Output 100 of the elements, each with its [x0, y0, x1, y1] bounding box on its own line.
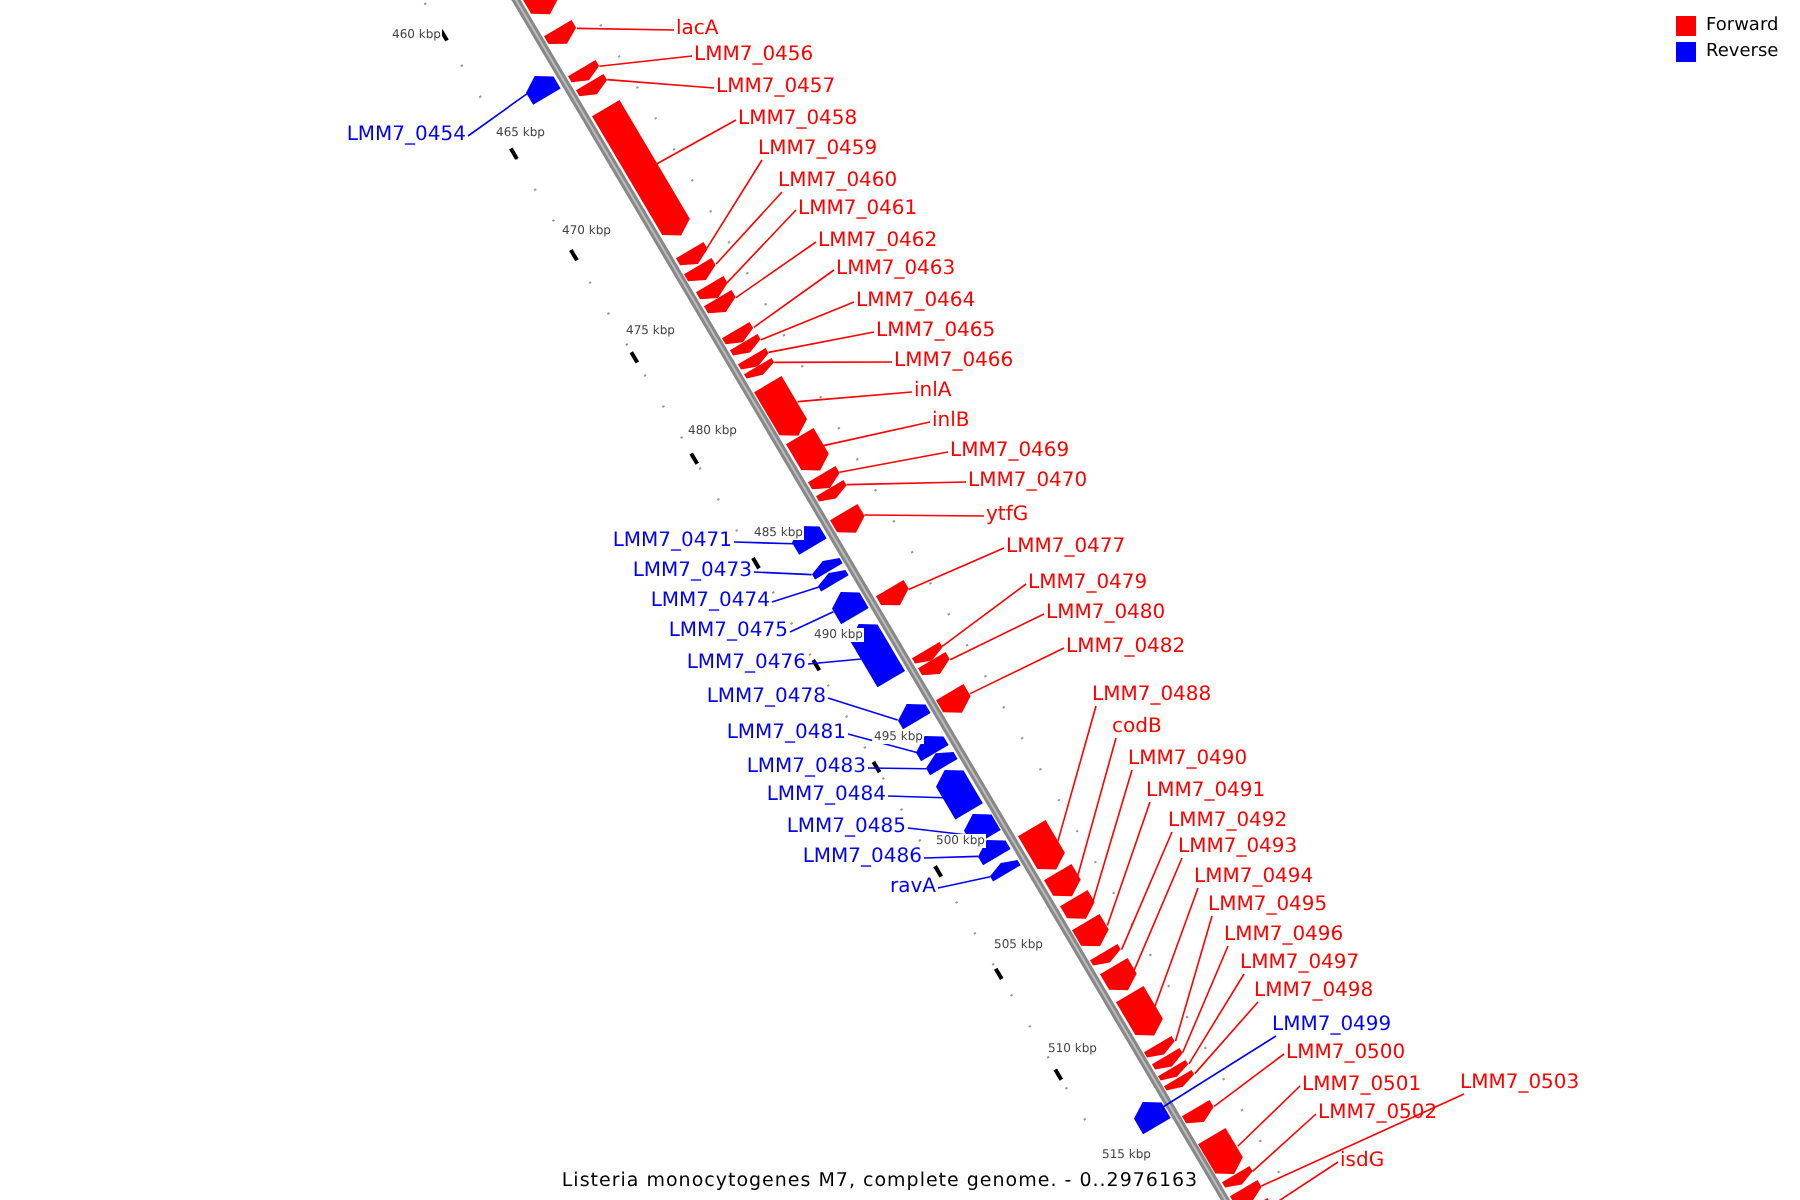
leader-line: [969, 647, 1065, 695]
gene-block: [730, 334, 762, 357]
gene-label: LMM7_0463: [836, 256, 956, 282]
gene-block: [911, 641, 943, 663]
leader-line: [907, 827, 967, 836]
gene-block: [722, 321, 754, 344]
gene-block: [704, 290, 736, 314]
leader-line: [1260, 1093, 1465, 1187]
leader-line: [907, 547, 1005, 591]
leader-line: [656, 119, 737, 165]
gene-label: LMM7_0469: [950, 438, 1070, 464]
leader-line: [1106, 801, 1151, 927]
leader-line: [715, 191, 783, 265]
legend-label: Reverse: [1706, 42, 1779, 62]
gene-label: LMM7_0458: [738, 106, 858, 132]
gene-label: LMM7_0473: [632, 558, 752, 584]
leader-line: [760, 301, 855, 341]
gene-label: LMM7_0466: [894, 348, 1014, 374]
gene-label: LMM7_0471: [612, 528, 732, 554]
gene-label: LMM7_0474: [650, 588, 770, 614]
gene-label: LMM7_0500: [1286, 1040, 1406, 1066]
gene-label: LMM7_0465: [876, 318, 996, 344]
gene-label: LMM7_0481: [726, 720, 846, 746]
gene-block: [576, 73, 608, 96]
leader-line: [923, 855, 979, 859]
gene-label: LMM7_0480: [1046, 600, 1166, 626]
leader-line: [1162, 1035, 1277, 1108]
gene-label: LMM7_0490: [1128, 746, 1248, 772]
gene-label: inlB: [932, 408, 970, 434]
gene-block: [1017, 820, 1065, 871]
leader-line: [598, 55, 693, 67]
gene-label: LMM7_0470: [968, 468, 1088, 494]
gene-block: [876, 580, 909, 607]
gene-label: LMM7_0482: [1066, 634, 1186, 660]
gene-block: [1151, 1047, 1183, 1070]
gene-label: isdG: [1340, 1148, 1385, 1174]
gene-block: [737, 347, 769, 369]
gene-label: LMM7_0459: [758, 136, 878, 162]
gene-block: [811, 558, 843, 580]
gene-label: LMM7_0479: [1028, 570, 1148, 596]
gene-label: LMM7_0484: [766, 782, 886, 808]
gene-block: [544, 20, 577, 45]
gene-block: [831, 591, 869, 624]
gene-label: LMM7_0492: [1168, 808, 1288, 834]
gene-label: LMM7_0497: [1240, 950, 1360, 976]
leader-line: [1077, 737, 1117, 877]
gene-block: [1222, 1166, 1253, 1188]
gene-block: [1043, 863, 1080, 896]
leader-line: [1181, 945, 1229, 1054]
gene-block: [990, 860, 1021, 883]
leader-line: [1213, 1053, 1285, 1108]
gene-label: LMM7_0503: [1460, 1070, 1580, 1096]
leader-line: [845, 481, 967, 486]
gene-label: LMM7_0488: [1092, 682, 1212, 708]
gene-label: LMM7_0456: [694, 42, 814, 68]
leader-line: [726, 209, 797, 284]
gene-block: [1059, 890, 1094, 920]
gene-block: [591, 100, 690, 236]
leader-line: [838, 451, 949, 473]
gene-label: lacA: [676, 16, 719, 42]
leader-line: [867, 767, 928, 770]
gene-label: ravA: [890, 874, 936, 900]
leader-line: [753, 269, 835, 329]
leader-line: [807, 658, 863, 665]
leader-line: [827, 697, 899, 721]
leader-line: [937, 876, 991, 889]
gene-label: LMM7_0493: [1178, 834, 1298, 860]
leader-line: [1133, 857, 1183, 972]
gene-block: [815, 479, 847, 501]
gene-label: LMM7_0462: [818, 228, 938, 254]
gene-block: [807, 465, 840, 489]
gene-label: LMM7_0496: [1224, 922, 1344, 948]
gene-block: [926, 752, 958, 776]
gene-block: [818, 570, 850, 593]
gene-block: [1090, 944, 1122, 966]
gene-block: [1158, 1059, 1190, 1081]
gene-label: LMM7_0475: [668, 618, 788, 644]
gene-block: [1133, 1102, 1171, 1136]
legend-label: Forward: [1706, 16, 1779, 36]
gene-block: [1182, 1099, 1215, 1123]
leader-line: [949, 613, 1045, 661]
gene-label: LMM7_0464: [856, 288, 976, 314]
leader-line: [1120, 831, 1173, 951]
gene-label: codB: [1112, 714, 1162, 740]
leader-line: [847, 733, 918, 754]
gene-block: [1144, 1035, 1176, 1058]
gene-block: [1072, 913, 1110, 946]
gene-block: [1198, 1127, 1244, 1174]
gene-label: LMM7_0461: [798, 196, 918, 222]
gene-block: [744, 358, 775, 379]
gene-block: [936, 683, 972, 712]
gene-label: LMM7_0494: [1194, 864, 1314, 890]
gene-label: LMM7_0491: [1146, 778, 1266, 804]
gene-block: [830, 504, 866, 534]
leader-line: [753, 571, 813, 576]
leader-line: [822, 421, 931, 447]
leader-line: [576, 27, 675, 31]
leader-line: [1188, 973, 1245, 1065]
gene-block: [684, 257, 717, 281]
leader-line: [863, 514, 985, 517]
